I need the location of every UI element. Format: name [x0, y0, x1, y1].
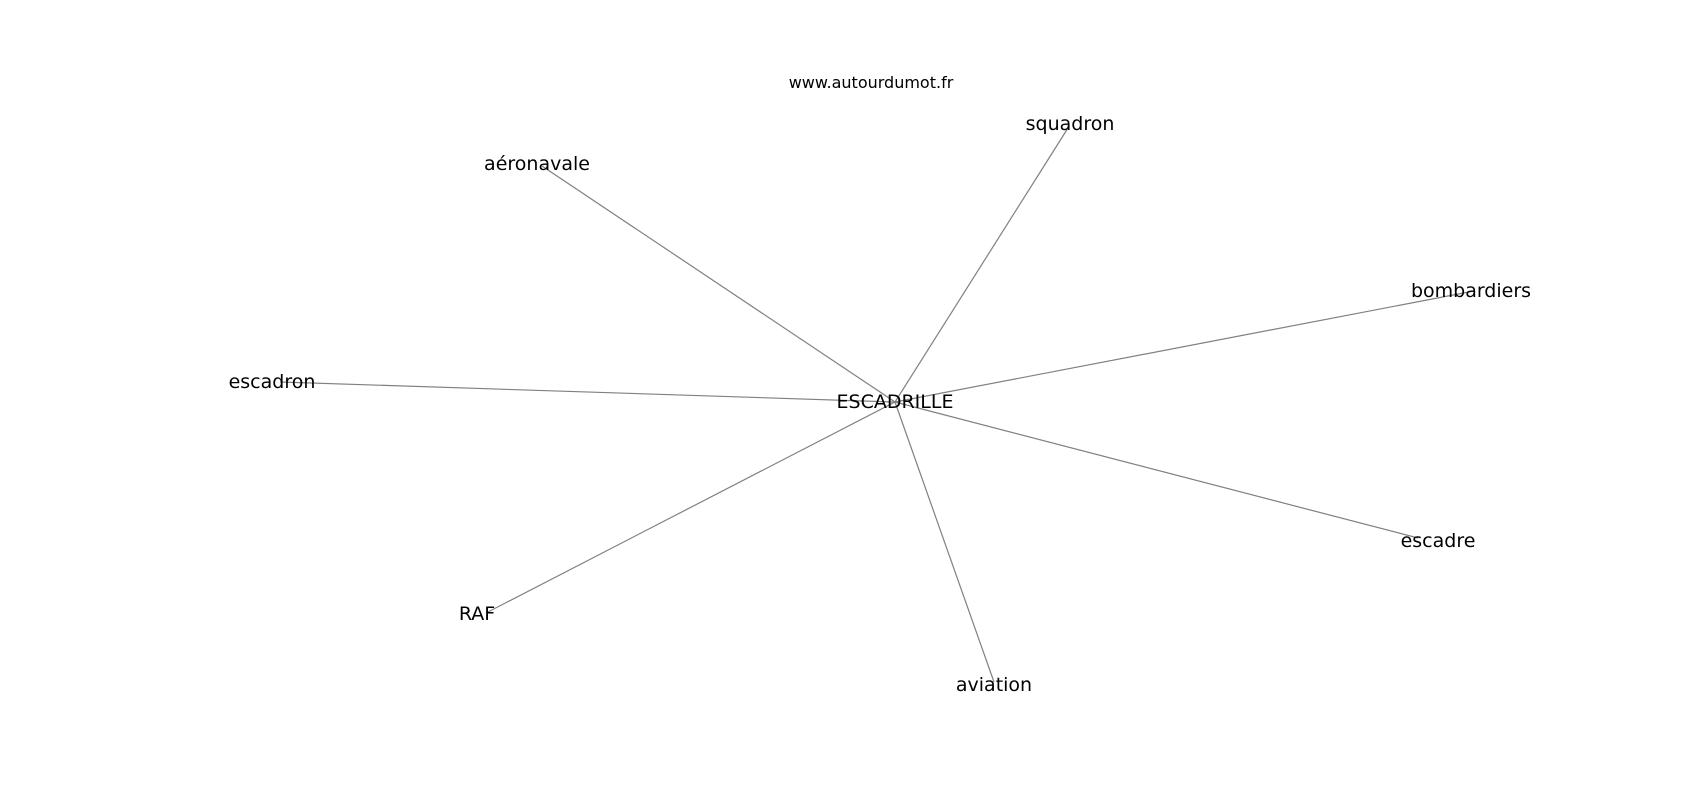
node-aviation[interactable]: aviation — [956, 674, 1032, 696]
edge-aviation — [894, 401, 995, 683]
node-raf[interactable]: RAF — [459, 603, 495, 625]
site-watermark[interactable]: www.autourdumot.fr — [789, 73, 954, 92]
node-squadron[interactable]: squadron — [1026, 113, 1115, 135]
edge-squadron — [894, 127, 1069, 403]
edge-bombardiers — [894, 290, 1475, 403]
edge-escadron — [279, 381, 896, 403]
node-bombardiers[interactable]: bombardiers — [1411, 280, 1531, 302]
edges — [279, 127, 1475, 683]
edge-raf — [485, 401, 896, 614]
labels: ESCADRILLE squadron aéronavale bombardie… — [229, 113, 1531, 696]
node-center-escadrille[interactable]: ESCADRILLE — [837, 391, 954, 413]
edge-aeronavale — [541, 165, 896, 403]
node-aeronavale[interactable]: aéronavale — [484, 153, 590, 175]
edge-escadre — [894, 401, 1419, 539]
node-escadre[interactable]: escadre — [1401, 530, 1476, 552]
node-escadron[interactable]: escadron — [229, 371, 316, 393]
